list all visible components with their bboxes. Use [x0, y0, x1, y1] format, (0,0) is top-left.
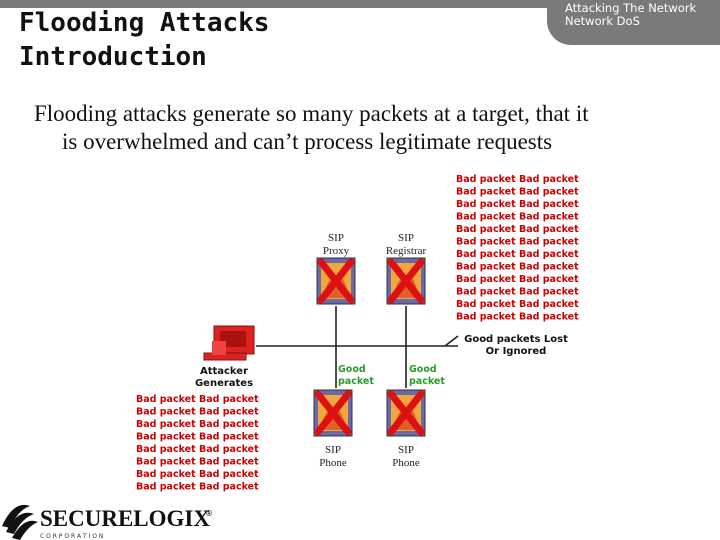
sip-registrar-icon — [386, 257, 426, 305]
left-list-col-2-bad-packet: Bad packet — [199, 407, 259, 418]
section-tag-line-2: Network DoS — [565, 14, 640, 28]
right-list-col-2-bad-packet: Bad packet — [519, 199, 579, 210]
sip-proxy-icon — [316, 257, 356, 305]
right-list-col-1-bad-packet: Bad packet — [456, 224, 516, 235]
right-list-col-1-bad-packet: Bad packet — [456, 299, 516, 310]
left-list-col-1-bad-packet: Bad packet — [136, 432, 196, 443]
sip-proxy-label-line-2: Proxy — [323, 245, 350, 257]
network-lines — [256, 306, 459, 388]
left-list-col-2-bad-packet: Bad packet — [199, 394, 259, 405]
right-list-col-2-bad-packet: Bad packet — [519, 174, 579, 185]
right-list-col-2-bad-packet: Bad packet — [519, 262, 579, 273]
left-list-col-2-bad-packet: Bad packet — [199, 469, 259, 480]
attacker-computer-icon — [203, 325, 255, 361]
left-list-col-1-bad-packet: Bad packet — [136, 444, 196, 455]
right-list-col-2-bad-packet: Bad packet — [519, 224, 579, 235]
sip-proxy-x-mark-icon — [317, 258, 355, 304]
logo-emblem-icon — [2, 504, 38, 540]
securelogix-logo: SECURELOGIX ® C O R P O R A T I O N — [2, 504, 213, 540]
right-list-col-2-bad-packet: Bad packet — [519, 249, 579, 260]
server-icons — [313, 257, 426, 437]
sip-registrar-x-mark-icon — [387, 258, 425, 304]
right-list-col-2-bad-packet: Bad packet — [519, 212, 579, 223]
sip-registrar-label-line-2: Registrar — [386, 245, 427, 257]
right-list-col-1-bad-packet: Bad packet — [456, 274, 516, 285]
title-line-2: Introduction — [19, 42, 207, 72]
good-packet-2-line-2: packet — [409, 376, 445, 387]
section-tag-line-1: Attacking The Network — [565, 1, 697, 15]
attacker-label-line-2: Generates — [195, 378, 253, 389]
sip-registrar-label-line-1: SIP — [398, 232, 414, 244]
good-lost-label-line-2: Or Ignored — [486, 346, 547, 357]
sip-phone-1-label-line-2: Phone — [319, 457, 347, 469]
right-list-col-1-bad-packet: Bad packet — [456, 187, 516, 198]
right-list-col-2-bad-packet: Bad packet — [519, 287, 579, 298]
good-packet-1-line-1: Good — [338, 364, 366, 375]
right-list-col-1-bad-packet: Bad packet — [456, 262, 516, 273]
right-list-col-1-bad-packet: Bad packet — [456, 249, 516, 260]
left-list-col-1-bad-packet: Bad packet — [136, 457, 196, 468]
logo-subtext: C O R P O R A T I O N — [40, 533, 103, 540]
sip-phone-1-label-line-1: SIP — [325, 444, 341, 456]
body-line-2: is overwhelmed and can’t process legitim… — [62, 129, 553, 154]
right-list-col-1-bad-packet: Bad packet — [456, 212, 516, 223]
sip-phone-1-x-mark-icon — [314, 390, 352, 436]
logo-tm: ® — [205, 509, 213, 518]
good-lost-label-line-1: Good packets Lost — [464, 334, 568, 345]
sip-phone-1-icon — [313, 389, 353, 437]
sip-phone-2-x-mark-icon — [387, 390, 425, 436]
left-list-col-2-bad-packet: Bad packet — [199, 482, 259, 493]
right-list-col-2-bad-packet: Bad packet — [519, 312, 579, 323]
attacker-label-line-1: Attacker — [200, 366, 248, 377]
good-packet-1-line-2: packet — [338, 376, 374, 387]
title-line-1: Flooding Attacks — [19, 8, 270, 38]
left-list-col-2-bad-packet: Bad packet — [199, 444, 259, 455]
sip-phone-2-icon — [386, 389, 426, 437]
good-packet-2-line-1: Good — [409, 364, 437, 375]
left-list-col-1-bad-packet: Bad packet — [136, 419, 196, 430]
right-list-col-1-bad-packet: Bad packet — [456, 174, 516, 185]
slide-body: Flooding attacks generate so many packet… — [34, 100, 720, 156]
sip-proxy-label-line-1: SIP — [328, 232, 344, 244]
left-list-col-2-bad-packet: Bad packet — [199, 457, 259, 468]
left-list-col-1-bad-packet: Bad packet — [136, 482, 196, 493]
right-list-col-2-bad-packet: Bad packet — [519, 299, 579, 310]
left-list-col-2-bad-packet: Bad packet — [199, 432, 259, 443]
left-list-col-1-bad-packet: Bad packet — [136, 469, 196, 480]
right-list-col-1-bad-packet: Bad packet — [456, 237, 516, 248]
slide-title: Flooding Attacks Introduction — [19, 6, 269, 74]
section-tag: Attacking The Network Network DoS — [547, 0, 720, 45]
top-bar — [0, 0, 720, 8]
sip-phone-2-label-line-2: Phone — [392, 457, 420, 469]
right-list-col-1-bad-packet: Bad packet — [456, 312, 516, 323]
left-list-col-1-bad-packet: Bad packet — [136, 407, 196, 418]
logo-text: SECURELOGIX — [40, 506, 210, 531]
sip-phone-2-label-line-1: SIP — [398, 444, 414, 456]
body-line-1: Flooding attacks generate so many packet… — [34, 101, 589, 126]
right-list-col-1-bad-packet: Bad packet — [456, 287, 516, 298]
left-list-col-1-bad-packet: Bad packet — [136, 394, 196, 405]
left-list-col-2-bad-packet: Bad packet — [199, 419, 259, 430]
right-list-col-2-bad-packet: Bad packet — [519, 187, 579, 198]
right-list-col-2-bad-packet: Bad packet — [519, 237, 579, 248]
right-list-col-1-bad-packet: Bad packet — [456, 199, 516, 210]
right-list-col-2-bad-packet: Bad packet — [519, 274, 579, 285]
